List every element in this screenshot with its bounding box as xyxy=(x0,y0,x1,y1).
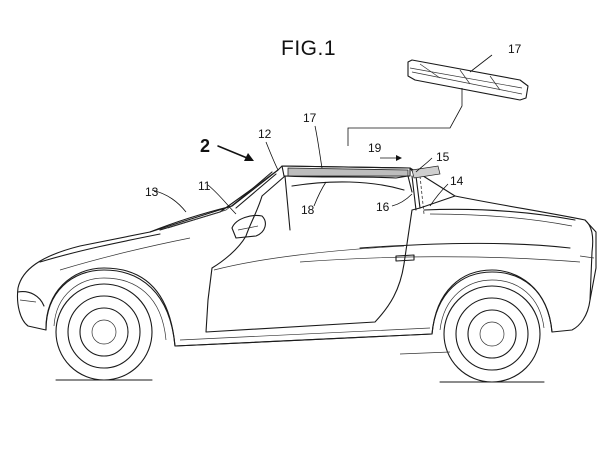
label-12: 12 xyxy=(258,127,272,141)
leader-14 xyxy=(429,183,449,207)
figure-title: FIG.1 xyxy=(281,37,336,60)
label-18: 18 xyxy=(301,203,315,217)
detached-roof-panel xyxy=(407,59,529,101)
label-14: 14 xyxy=(450,174,464,188)
label-16: 16 xyxy=(376,200,390,214)
leader-12 xyxy=(265,141,279,171)
front-wheel xyxy=(55,283,153,381)
label-15: 15 xyxy=(436,150,450,164)
arrow-2-head xyxy=(244,153,254,161)
leader-17 xyxy=(314,125,323,169)
panel-connection-line xyxy=(347,88,463,146)
label-17: 17 xyxy=(303,111,317,125)
leader-13 xyxy=(151,189,187,213)
label-13: 13 xyxy=(145,185,159,199)
leader-16 xyxy=(391,193,413,207)
rear-wheel xyxy=(443,285,541,383)
label-17-detached: 17 xyxy=(508,42,522,56)
leader-17-detached xyxy=(469,54,493,73)
leader-15 xyxy=(415,157,433,173)
label-2: 2 xyxy=(200,136,210,156)
leader-18 xyxy=(313,181,327,207)
leader-11 xyxy=(207,184,237,215)
car-body xyxy=(16,165,597,347)
label-11: 11 xyxy=(198,179,211,193)
underbody-line xyxy=(399,351,451,355)
label-19: 19 xyxy=(368,141,382,155)
slide-arrow-head xyxy=(396,155,402,161)
